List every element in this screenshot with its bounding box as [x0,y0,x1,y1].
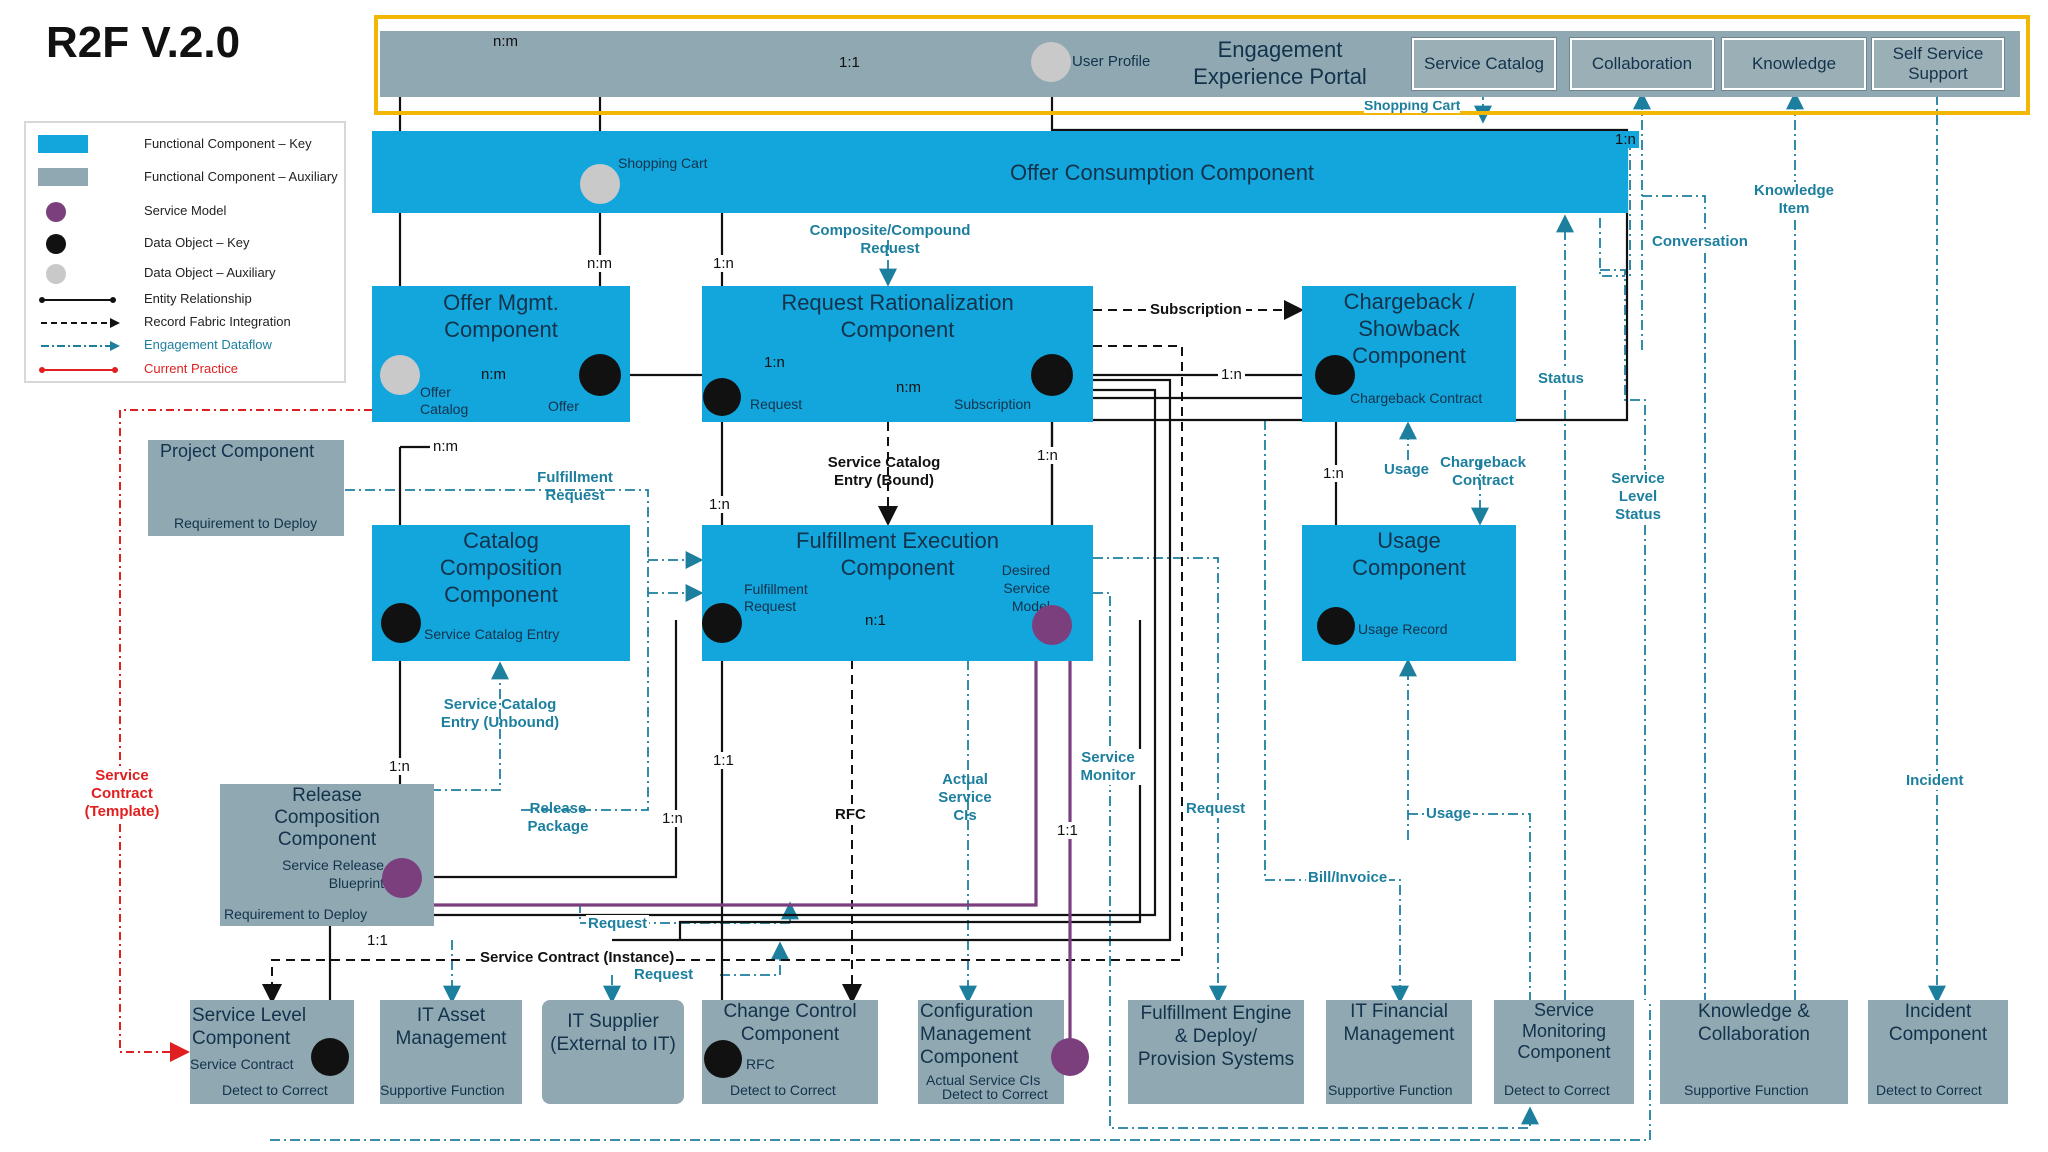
offer-node [579,354,621,396]
cardinality-label: 1:1 [1054,822,1081,839]
composite-request-label: Composite/Compound Request [809,222,971,257]
fulfillment-request-label: Fulfillment Request [537,469,613,504]
page-title: R2F V.2.0 [46,18,241,67]
cardinality-label: 1:n [1320,465,1347,482]
request-label-3: Request [1184,800,1248,818]
legend-item: Entity Relationship [38,288,338,310]
legend-item: Record Fabric Integration [38,311,338,333]
self-service-support-button[interactable]: Self Service Support [1871,37,2005,91]
chargeback-contract-node [1315,355,1355,395]
offer-catalog-node [380,355,420,395]
collaboration-button[interactable]: Collaboration [1569,37,1715,91]
cardinality-label: n:m [430,438,462,455]
service-contract-template-label: Service Contract (Template) [74,767,170,821]
usage-component: Usage Component Usage Record [1302,525,1516,661]
cardinality-label: n:m [893,379,925,396]
cardinality-label: 1:n [1218,366,1245,383]
cardinality-label: 1:n [710,255,737,272]
cardinality-label: 1:n [761,354,788,371]
usage-label-2: Usage [1424,805,1474,823]
chargeback-contract-label: Chargeback Contract [1440,454,1526,489]
service-monitoring-component: Service Monitoring Component Detect to C… [1494,1000,1634,1104]
cardinality-label: 1:1 [364,932,391,949]
service-level-status-label: Service Level Status [1598,470,1678,524]
request-node [703,378,741,416]
legend-item: Functional Component – Key [38,133,338,155]
it-asset-management: IT Asset Management Supportive Function [380,1000,522,1104]
shopping-cart-flow-label: Shopping Cart [1364,101,1461,113]
offer-consumption-component: Offer Consumption Component Shopping Car… [372,131,1628,213]
user-profile-node [1031,42,1071,82]
incident-component: Incident Component Detect to Correct [1868,1000,2008,1104]
actual-service-cis-label: Actual Service CIs [938,771,992,824]
service-contract-instance-label: Service Contract (Instance) [478,949,677,967]
cardinality-label: 1:n [386,758,413,775]
catalog-composition-component: Catalog Composition Component Service Ca… [372,525,630,661]
service-catalog-entry-node [381,603,421,643]
portal-title: Engagement Experience Portal [1193,37,1367,89]
cardinality-label: n:m [493,33,519,50]
rfc-label: RFC [833,806,868,824]
legend: Functional Component – Key Functional Co… [24,121,346,383]
cardinality-label: 1:1 [836,54,863,71]
usage-record-node [1317,607,1355,645]
service-level-component: Service Level Component Service Contract… [190,1000,354,1104]
cardinality-label: n:1 [862,612,889,629]
usage-label-1: Usage [1384,461,1430,479]
cardinality-label: 1:n [1034,447,1061,464]
request-label-1: Request [586,915,650,933]
conversation-label: Conversation [1652,233,1748,251]
knowledge-button[interactable]: Knowledge [1721,37,1867,91]
it-financial-management: IT Financial Management Supportive Funct… [1326,1000,1472,1104]
configuration-management-component: Configuration Management Component Actua… [918,1000,1064,1104]
legend-item: Data Object – Key [38,232,338,254]
release-composition-component: Release Composition Component Service Re… [220,784,434,926]
service-release-blueprint-node [382,858,422,898]
incident-label: Incident [1906,772,1964,790]
legend-item: Service Model [38,200,338,222]
service-catalog-button[interactable]: Service Catalog [1411,37,1557,91]
actual-service-cis-node [1051,1038,1089,1076]
cardinality-label: n:m [584,255,616,272]
cardinality-label: 1:1 [710,752,737,769]
knowledge-collaboration: Knowledge & Collaboration Supportive Fun… [1660,1000,1848,1104]
status-label: Status [1538,370,1584,388]
fulfillment-engine: Fulfillment Engine & Deploy/ Provision S… [1128,1000,1304,1104]
legend-item: Engagement Dataflow [38,334,338,356]
legend-item: Current Practice [38,358,338,380]
service-monitor-label: Service Monitor [1072,749,1144,785]
subscription-flow-label: Subscription [1146,301,1246,319]
legend-item: Functional Component – Auxiliary [38,166,338,188]
knowledge-item-label: Knowledge Item [1746,182,1842,218]
cardinality-label: 1:n [706,496,733,513]
project-component: Project Component Requirement to Deploy [148,440,344,536]
service-catalog-entry-unbound-label: Service Catalog Entry (Unbound) [440,696,560,731]
offer-mgmt-component: Offer Mgmt. Component Offer Catalog Offe… [372,286,630,422]
fulfillment-request-node [702,603,742,643]
request-label-2: Request [632,966,696,984]
user-profile-label: User Profile [1072,53,1151,70]
legend-item: Data Object – Auxiliary [38,262,338,284]
bill-invoice-label: Bill/Invoice [1306,869,1390,887]
shopping-cart-node [580,164,620,204]
cardinality-label: n:m [478,366,510,383]
cardinality-label: 1:n [659,810,686,827]
rfc-node [704,1040,742,1078]
release-package-label: Release Package [527,800,589,835]
chargeback-showback-component: Chargeback / Showback Component Chargeba… [1302,286,1516,422]
service-catalog-entry-bound-label: Service Catalog Entry (Bound) [827,454,941,489]
fulfillment-execution-component: Fulfillment Execution Component Fulfillm… [702,525,1093,661]
desired-service-model-node [1032,605,1072,645]
subscription-node [1031,354,1073,396]
cardinality-label: 1:n [1612,131,1639,148]
it-supplier: IT Supplier (External to IT) [542,1000,684,1104]
service-contract-node [311,1038,349,1076]
